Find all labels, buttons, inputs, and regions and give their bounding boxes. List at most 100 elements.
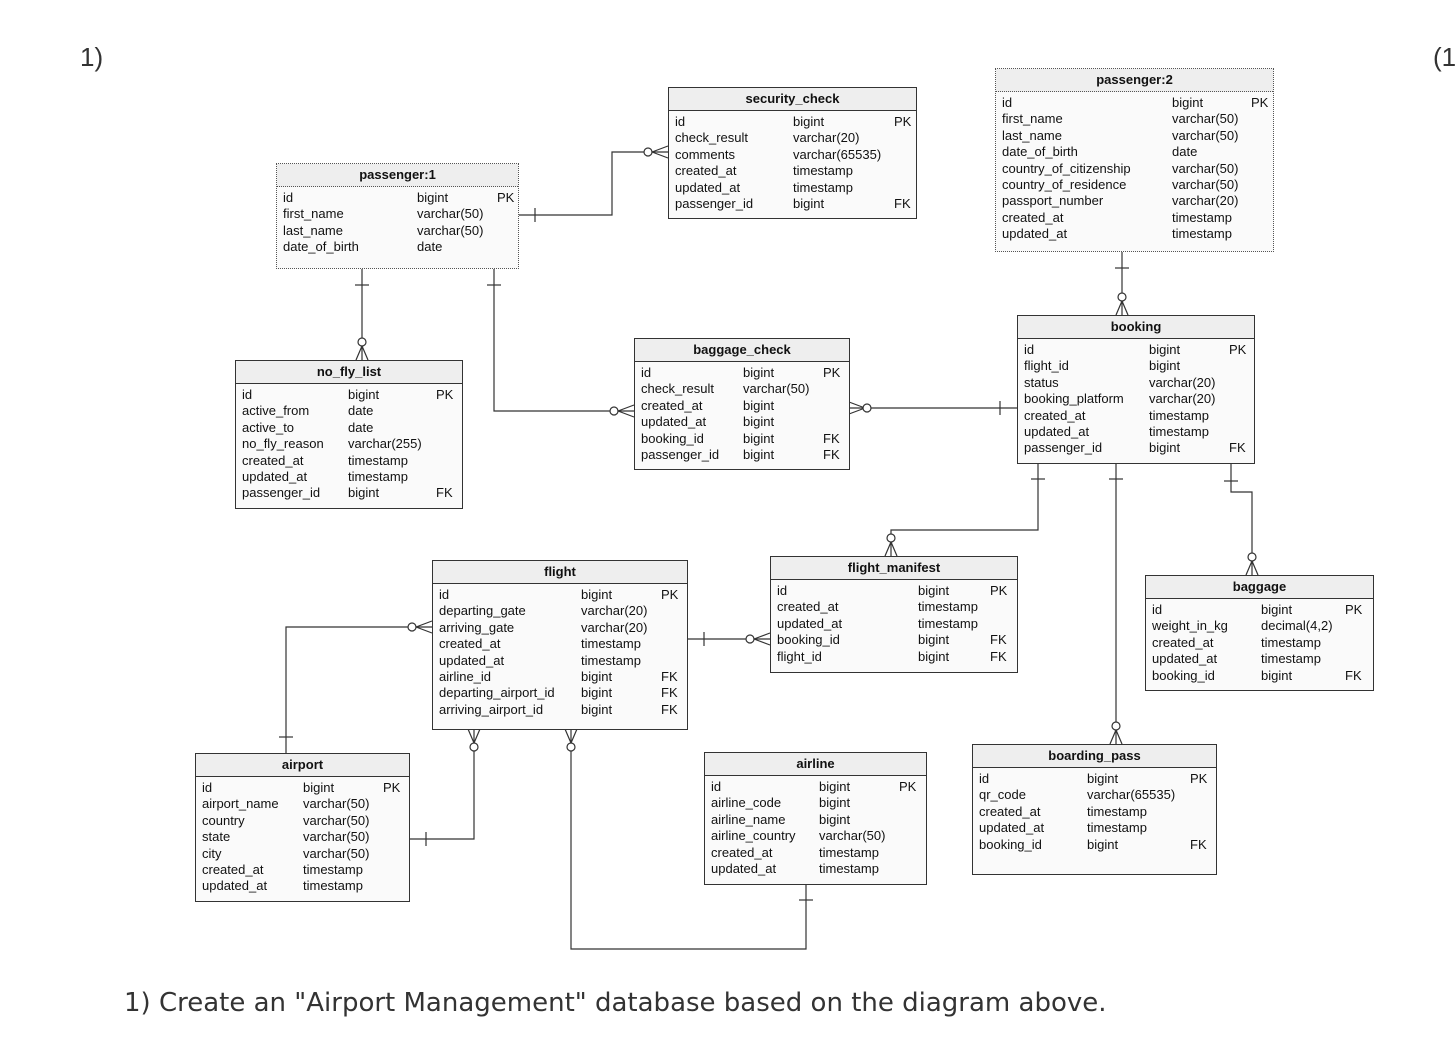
column-key-badge: PK xyxy=(899,779,917,794)
column-type: timestamp xyxy=(303,878,363,894)
column-type: bigint xyxy=(581,701,613,717)
column-key-badge: PK xyxy=(1251,95,1269,110)
column-type: varchar(20) xyxy=(1149,391,1216,407)
column-row: booking_id bigint FK xyxy=(777,632,1011,648)
column-key-badge: PK xyxy=(383,780,401,795)
column-name: created_at xyxy=(439,636,501,652)
column-type: timestamp xyxy=(918,615,978,631)
column-name: check_result xyxy=(641,381,714,397)
column-type: bigint xyxy=(1149,358,1181,374)
column-name: airline_code xyxy=(711,795,782,811)
column-name: created_at xyxy=(979,803,1041,819)
column-key-badge: FK xyxy=(990,632,1007,648)
column-name: first_name xyxy=(1002,111,1063,127)
column-key-badge: FK xyxy=(990,648,1007,664)
rel-passenger1-security-check xyxy=(518,151,668,216)
column-name: booking_id xyxy=(641,430,704,446)
column-name: id xyxy=(202,780,213,795)
column-type: varchar(50) xyxy=(303,829,370,845)
column-name: flight_id xyxy=(777,648,822,664)
column-name: id xyxy=(283,190,294,205)
entity-title: no_fly_list xyxy=(236,361,462,384)
column-name: flight_id xyxy=(1024,358,1069,374)
column-type: bigint xyxy=(918,583,950,598)
column-type: timestamp xyxy=(1172,226,1232,242)
column-type: timestamp xyxy=(1087,803,1147,819)
rel-booking-baggage xyxy=(1230,463,1253,575)
column-name: booking_id xyxy=(1152,667,1215,683)
column-key-badge: PK xyxy=(1229,342,1247,357)
column-type: varchar(50) xyxy=(1172,127,1239,143)
column-key-badge: FK xyxy=(1345,667,1362,683)
column-type: bigint xyxy=(743,446,775,462)
column-type: timestamp xyxy=(1149,423,1209,439)
column-name: passport_number xyxy=(1002,193,1104,209)
column-name: active_to xyxy=(242,419,295,435)
column-type: varchar(50) xyxy=(1172,160,1239,176)
column-type: bigint xyxy=(1172,95,1204,110)
column-row: airline_country varchar(50) xyxy=(711,828,920,844)
question-number: 1) xyxy=(80,42,104,72)
column-name: no_fly_reason xyxy=(242,436,324,452)
column-name: country_of_residence xyxy=(1002,176,1127,192)
column-name: id xyxy=(1152,602,1163,617)
column-name: date_of_birth xyxy=(1002,144,1078,160)
column-name: booking_id xyxy=(979,836,1042,852)
column-type: varchar(50) xyxy=(743,381,810,397)
column-type: date xyxy=(348,403,374,419)
column-name: passenger_id xyxy=(242,485,321,501)
column-name: created_at xyxy=(641,397,703,413)
column-name: id xyxy=(439,587,450,602)
column-name: created_at xyxy=(711,844,773,860)
column-type: bigint xyxy=(1087,771,1119,786)
column-type: timestamp xyxy=(819,844,879,860)
column-key-badge: PK xyxy=(823,365,841,380)
column-type: bigint xyxy=(581,587,613,602)
column-row: active_to date xyxy=(242,420,456,436)
column-name: country_of_citizenship xyxy=(1002,160,1131,176)
column-name: date_of_birth xyxy=(283,239,359,255)
column-type: bigint xyxy=(348,485,380,501)
column-name: airline_country xyxy=(711,828,796,844)
column-type: varchar(50) xyxy=(819,828,886,844)
column-key-badge: PK xyxy=(894,114,912,129)
column-type: decimal(4,2) xyxy=(1261,618,1333,634)
entity-title: flight_manifest xyxy=(771,557,1017,580)
column-name: id xyxy=(777,583,788,598)
column-name: arriving_airport_id xyxy=(439,701,544,717)
column-type: bigint xyxy=(918,632,950,648)
column-name: updated_at xyxy=(439,652,505,668)
column-type: bigint xyxy=(743,414,775,430)
column-name: booking_id xyxy=(777,632,840,648)
column-type: timestamp xyxy=(348,452,408,468)
column-type: date xyxy=(348,419,374,435)
